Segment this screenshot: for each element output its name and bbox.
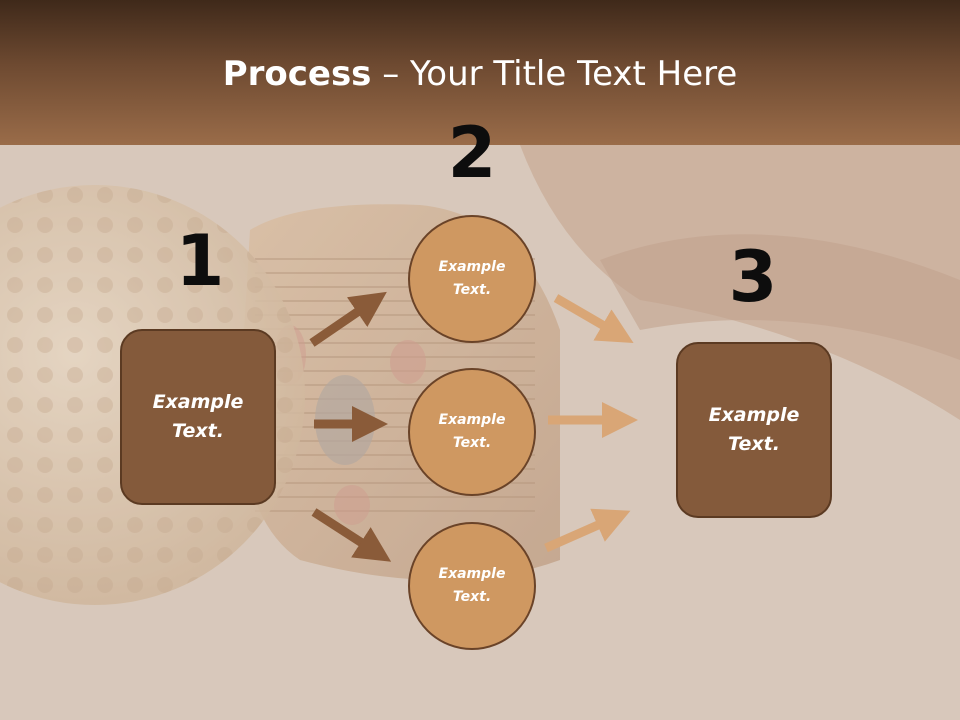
title-rest-part: – Your Title Text Here xyxy=(371,54,738,94)
step-2-circle-bottom-text: Example Text. xyxy=(438,566,506,605)
step-2-circle-middle-text: Example Text. xyxy=(438,412,506,451)
header-bar xyxy=(0,0,960,145)
step-2-circle-bottom[interactable]: Example Text. xyxy=(408,522,536,650)
step-number-1: 1 xyxy=(175,220,225,302)
step-1-box[interactable]: Example Text. xyxy=(120,329,276,505)
step-3-text: Example Text. xyxy=(708,404,800,455)
step-1-text: Example Text. xyxy=(152,391,244,442)
title-bold-part: Process xyxy=(222,54,372,94)
step-number-3: 3 xyxy=(728,236,778,318)
step-2-circle-top-text: Example Text. xyxy=(438,259,506,298)
step-number-2: 2 xyxy=(447,112,497,194)
step-2-circle-middle[interactable]: Example Text. xyxy=(408,368,536,496)
step-2-circle-top[interactable]: Example Text. xyxy=(408,215,536,343)
step-3-box[interactable]: Example Text. xyxy=(676,342,832,518)
slide-title: Process – Your Title Text Here xyxy=(0,54,960,94)
